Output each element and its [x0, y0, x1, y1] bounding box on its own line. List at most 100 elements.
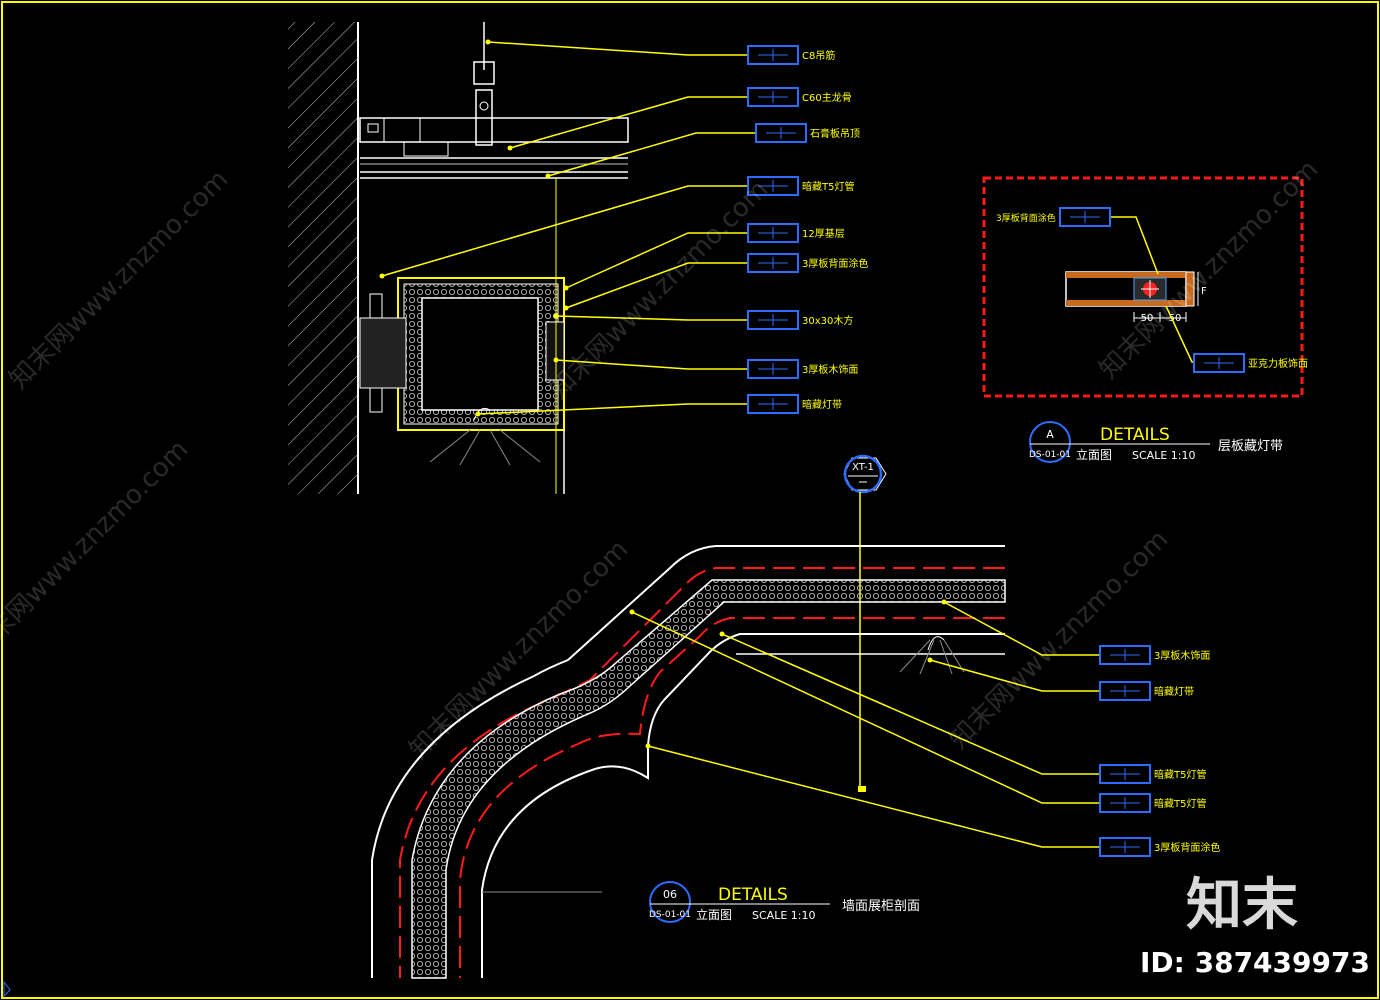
detail-06-callout: [649, 881, 830, 923]
leader-line: [721, 633, 1100, 775]
tag-box: [747, 45, 799, 65]
tag-label: 30x30木方: [802, 314, 853, 327]
leader-arrow: [927, 657, 933, 663]
label-tag: 暗藏T5灯管: [747, 176, 854, 196]
tag-label: 亚克力板饰面: [1248, 357, 1308, 370]
tag-box: [1099, 645, 1151, 665]
label-tag: 亚克力板饰面: [1193, 353, 1308, 373]
curved-cabinet-section: [371, 545, 1006, 979]
detail-scale: SCALE 1:10: [1132, 449, 1195, 462]
dimension-text: 50: [1141, 313, 1154, 324]
callout-bottom-text: DS-01-01: [649, 910, 691, 920]
callout-top-text: 06: [663, 888, 677, 901]
tag-box: [1193, 353, 1245, 373]
leader-arrow: [629, 609, 635, 615]
leader-line: [555, 359, 748, 370]
leader-line: [565, 262, 748, 309]
leader-line: [929, 659, 1100, 692]
tag-box: [747, 394, 799, 414]
leader-line: [1110, 216, 1159, 275]
leader-line: [555, 315, 748, 321]
dimension-text: F: [1201, 286, 1207, 297]
brand-watermark: 知末: [1186, 873, 1298, 938]
leader-arrow: [545, 173, 551, 179]
label-tag: 3厚板背面涂色: [747, 253, 868, 273]
label-tag: 3厚板木饰面: [747, 359, 858, 379]
tag-label: 暗藏灯带: [802, 398, 842, 411]
leader-line: [631, 611, 1100, 804]
tag-label: C8吊筋: [802, 49, 835, 62]
tag-label: C60主龙骨: [802, 91, 852, 104]
leader-arrow: [563, 285, 569, 291]
bottom-leader-lines: [629, 599, 1100, 848]
ceiling-assembly: [359, 22, 629, 179]
tag-box: [1059, 207, 1111, 227]
leader-line: [477, 403, 748, 415]
tag-label: 暗藏T5灯管: [1154, 797, 1206, 810]
watermark-text: 知末网www.znzmo.com: [1094, 154, 1325, 385]
leader-line: [381, 185, 748, 277]
watermark-layer: 知末网www.znzmo.com 知末网www.znzmo.com 知末网www…: [0, 154, 1324, 765]
detail-a-frame: [982, 176, 1304, 398]
section-marker: [843, 454, 887, 792]
callout-bottom-text: DS-01-01: [1029, 450, 1071, 460]
label-tag: 30x30木方: [747, 310, 853, 330]
tag-box: [1099, 837, 1151, 857]
top-leader-lines: [379, 39, 756, 417]
detail-a-drawing: [1065, 271, 1199, 322]
leader-arrow: [475, 411, 481, 417]
tag-box: [747, 223, 799, 243]
leader-line: [943, 601, 1100, 656]
detail-subtitle: 立面图: [1076, 447, 1112, 462]
detail-note: 层板藏灯带: [1218, 439, 1283, 454]
label-tag: C60主龙骨: [747, 87, 852, 107]
tag-label: 3厚板木饰面: [1154, 649, 1210, 662]
leader-arrow: [379, 273, 385, 279]
light-box: [359, 178, 565, 494]
tag-box: [747, 253, 799, 273]
detail-title: DETAILS: [718, 885, 788, 905]
detail-note: 墙面展柜剖面: [842, 899, 920, 914]
tag-box: [747, 359, 799, 379]
leader-arrow: [563, 305, 569, 311]
detail-scale: SCALE 1:10: [752, 909, 815, 922]
image-id-label: ID: 387439973: [1140, 946, 1370, 979]
tag-box: [747, 87, 799, 107]
wall-hatch: [288, 22, 359, 494]
tag-label: 3厚板背面涂色: [1154, 841, 1220, 854]
leader-line: [487, 41, 748, 56]
tag-box: [1099, 793, 1151, 813]
leader-arrow: [553, 313, 559, 319]
label-tag: 暗藏T5灯管: [1099, 764, 1206, 784]
label-tag: 3厚板背面涂色: [1099, 837, 1220, 857]
tag-label: 12厚基层: [802, 227, 845, 240]
label-tag: 暗藏T5灯管: [1099, 793, 1206, 813]
label-tag: 暗藏灯带: [1099, 681, 1194, 701]
tag-label: 暗藏灯带: [1154, 685, 1194, 698]
detail-a-callout: [1029, 421, 1210, 463]
watermark-text: 知末网www.znzmo.com: [944, 524, 1175, 755]
label-tag: 3厚板背面涂色: [996, 207, 1111, 227]
tag-label: 暗藏T5灯管: [1154, 768, 1206, 781]
leader-arrow: [719, 631, 725, 637]
ucs-icon: [3, 980, 11, 998]
leader-line: [647, 745, 1100, 848]
tag-box: [1099, 764, 1151, 784]
tag-label: 暗藏T5灯管: [802, 180, 854, 193]
dimension-text: 50: [1169, 313, 1182, 324]
leader-arrow: [645, 743, 651, 749]
leader-line: [509, 96, 748, 149]
tag-label: 3厚板背面涂色: [996, 212, 1056, 224]
section-marker-label: XT-1: [852, 462, 874, 473]
tag-box: [747, 310, 799, 330]
tag-label: 石膏板吊顶: [810, 127, 860, 140]
watermark-text: 知末网www.znzmo.com: [544, 174, 775, 405]
watermark-text: 知末网www.znzmo.com: [4, 164, 235, 395]
leader-line: [547, 132, 756, 177]
